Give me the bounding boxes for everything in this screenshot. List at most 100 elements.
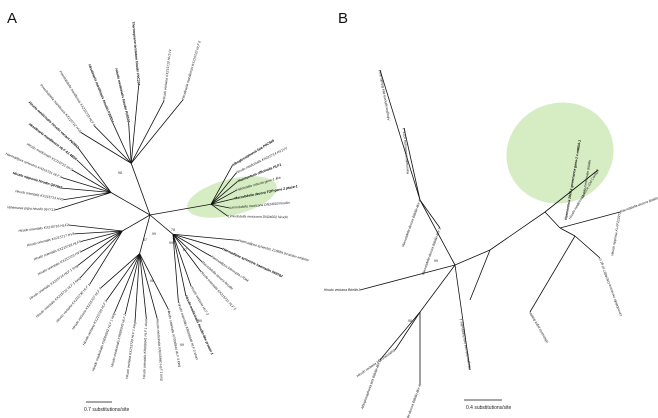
leaf-branch	[79, 230, 123, 279]
bootstrap-value: 97	[143, 238, 147, 242]
bootstrap-value: 99	[198, 319, 202, 323]
leaf-branch	[80, 131, 132, 164]
leaf-label: Macrobdella decora Bdellin-like 4	[401, 384, 422, 418]
branch	[454, 249, 491, 266]
leaf-label: Hirudo nipponia KLAF223972	[610, 212, 622, 257]
branch	[419, 264, 456, 313]
leaf-label: Hirudo verbana KX215730 HLF 1	[55, 283, 91, 324]
leaf-label: Hirudo medicinalis KR006940 HLF 1 long	[155, 319, 163, 381]
leaf-branch	[172, 233, 223, 250]
leaf-label: Hirudo orientalis KR006944 HLF 3 long	[166, 309, 181, 368]
bootstrap-value: 99	[180, 343, 184, 347]
leaf-label: Hirudo verbana Bdellin1	[324, 288, 360, 292]
branch	[529, 235, 576, 313]
leaf-branch	[172, 234, 202, 272]
branch	[559, 211, 621, 229]
leaf-branch	[68, 224, 123, 232]
leaf-label: Hirudo orientalis KR006941 HLF 1 short	[142, 318, 148, 379]
leaf-branch	[210, 203, 229, 217]
leaf-branch	[172, 233, 203, 263]
panel-b-branches	[359, 69, 621, 385]
leaf-branch	[210, 172, 237, 205]
leaf-branch	[139, 253, 147, 319]
leaf-branch	[61, 177, 112, 193]
bootstrap-value: 87	[183, 248, 187, 252]
leaf-label: Thermopsene terstatum hirudin P0C234	[131, 21, 141, 85]
leaf-branch	[94, 125, 132, 164]
bootstrap-value: 78	[171, 228, 175, 232]
leaf-label: Whitmania pigra Bdellin	[528, 311, 549, 344]
leaf-branch	[76, 159, 112, 193]
internal-branch	[139, 214, 151, 254]
leaf-label: Hirudinaria manillensis KX215722 HLF 6	[181, 40, 202, 100]
panel-b-letter: B	[338, 10, 348, 27]
leaf-label: Hirudinaria manillensis hirudin P28504	[87, 64, 114, 123]
internal-branch	[122, 214, 151, 232]
leaf-label: Limnobdella mexicana DN24003 hirudin	[230, 201, 290, 210]
branch	[394, 311, 421, 351]
panel-a-highlight	[187, 176, 277, 218]
leaf-label: Alboglossiphonia lata Bdellin-like 1	[459, 318, 472, 371]
leaf-label: Macrobdella decora Bdellin-like 3	[619, 193, 658, 214]
panel-a-letter: A	[7, 10, 17, 27]
leaf-label: Whitmania pigra hirudin 067713	[7, 205, 55, 212]
branch	[419, 199, 441, 229]
leaf-branch	[80, 230, 123, 252]
leaf-branch	[172, 234, 187, 296]
leaf-branch	[130, 100, 165, 164]
leaf-label: Hirudo medicinalis Bdellin	[581, 160, 592, 199]
bootstrap-value: 98	[408, 319, 412, 323]
leaf-label: Poecilobdella manillensis KX215719 HLF 6	[58, 70, 96, 127]
leaf-label: Hirudo verbana KX215727 HLF 4	[71, 287, 102, 331]
leaf-branch	[130, 85, 140, 164]
leaf-branch	[134, 253, 141, 322]
branch	[454, 264, 471, 371]
internal-branch	[110, 192, 151, 216]
leaf-branch	[210, 165, 233, 205]
leaf-label: Macrobdella decora Bdellin-like 4	[401, 199, 422, 247]
branch	[403, 127, 421, 201]
leaf-branch	[100, 253, 140, 289]
leaf-branch	[114, 253, 141, 313]
leaf-branch	[77, 230, 123, 266]
branch	[489, 211, 546, 251]
leaf-branch	[89, 230, 123, 285]
bootstrap-value: 98	[118, 171, 122, 175]
leaf-branch	[172, 234, 179, 303]
leaf-label: Alboglossiphonia lata Bdellin-like2	[378, 70, 391, 122]
branch	[574, 235, 601, 259]
leaf-branch	[106, 253, 140, 301]
leaf-branch	[78, 147, 112, 193]
leaf-label: Hirudo medicinalis hirudin P28503	[114, 68, 130, 123]
leaf-label: Limnobdella mexicana DN24002 hirudin	[228, 214, 288, 219]
leaf-branch	[112, 122, 132, 164]
leaf-branch	[210, 189, 237, 205]
leaf-label: Haemadipsa interrupta c073_1	[402, 128, 410, 175]
bootstrap-value: 99	[169, 241, 173, 245]
leaf-label: Limnobdella mexicana DN24687 c0 g1 i2	[598, 257, 623, 317]
internal-branch	[130, 163, 151, 216]
leaf-label: Hirudo verbana KX215728 HLF 1 long	[125, 322, 137, 380]
branch	[469, 249, 491, 301]
leaf-branch	[128, 122, 132, 164]
leaf-branch	[172, 233, 239, 241]
leaf-label: Hirudo orientalis KX215716 HLF2	[18, 223, 69, 233]
leaf-branch	[61, 187, 112, 193]
leaf-branch	[55, 192, 112, 211]
panel-b-tree: B Alboglossiphonia lata Bdellin-like2Hae…	[324, 10, 658, 418]
leaf-branch	[172, 234, 192, 287]
leaf-label: Hirudo orientalis KX215713 HV2	[15, 189, 64, 201]
internal-branch	[149, 214, 174, 235]
bootstrap-value: 98	[150, 279, 154, 283]
branch	[544, 169, 599, 213]
panel-b-leaf-labels: Alboglossiphonia lata Bdellin-like2Haema…	[324, 70, 658, 418]
leaf-branch	[130, 99, 184, 164]
bootstrap-value: 99	[152, 232, 156, 236]
leaf-branch	[172, 233, 212, 257]
leaf-branch	[139, 253, 158, 319]
leaf-branch	[71, 169, 112, 193]
leaf-branch	[210, 181, 239, 205]
